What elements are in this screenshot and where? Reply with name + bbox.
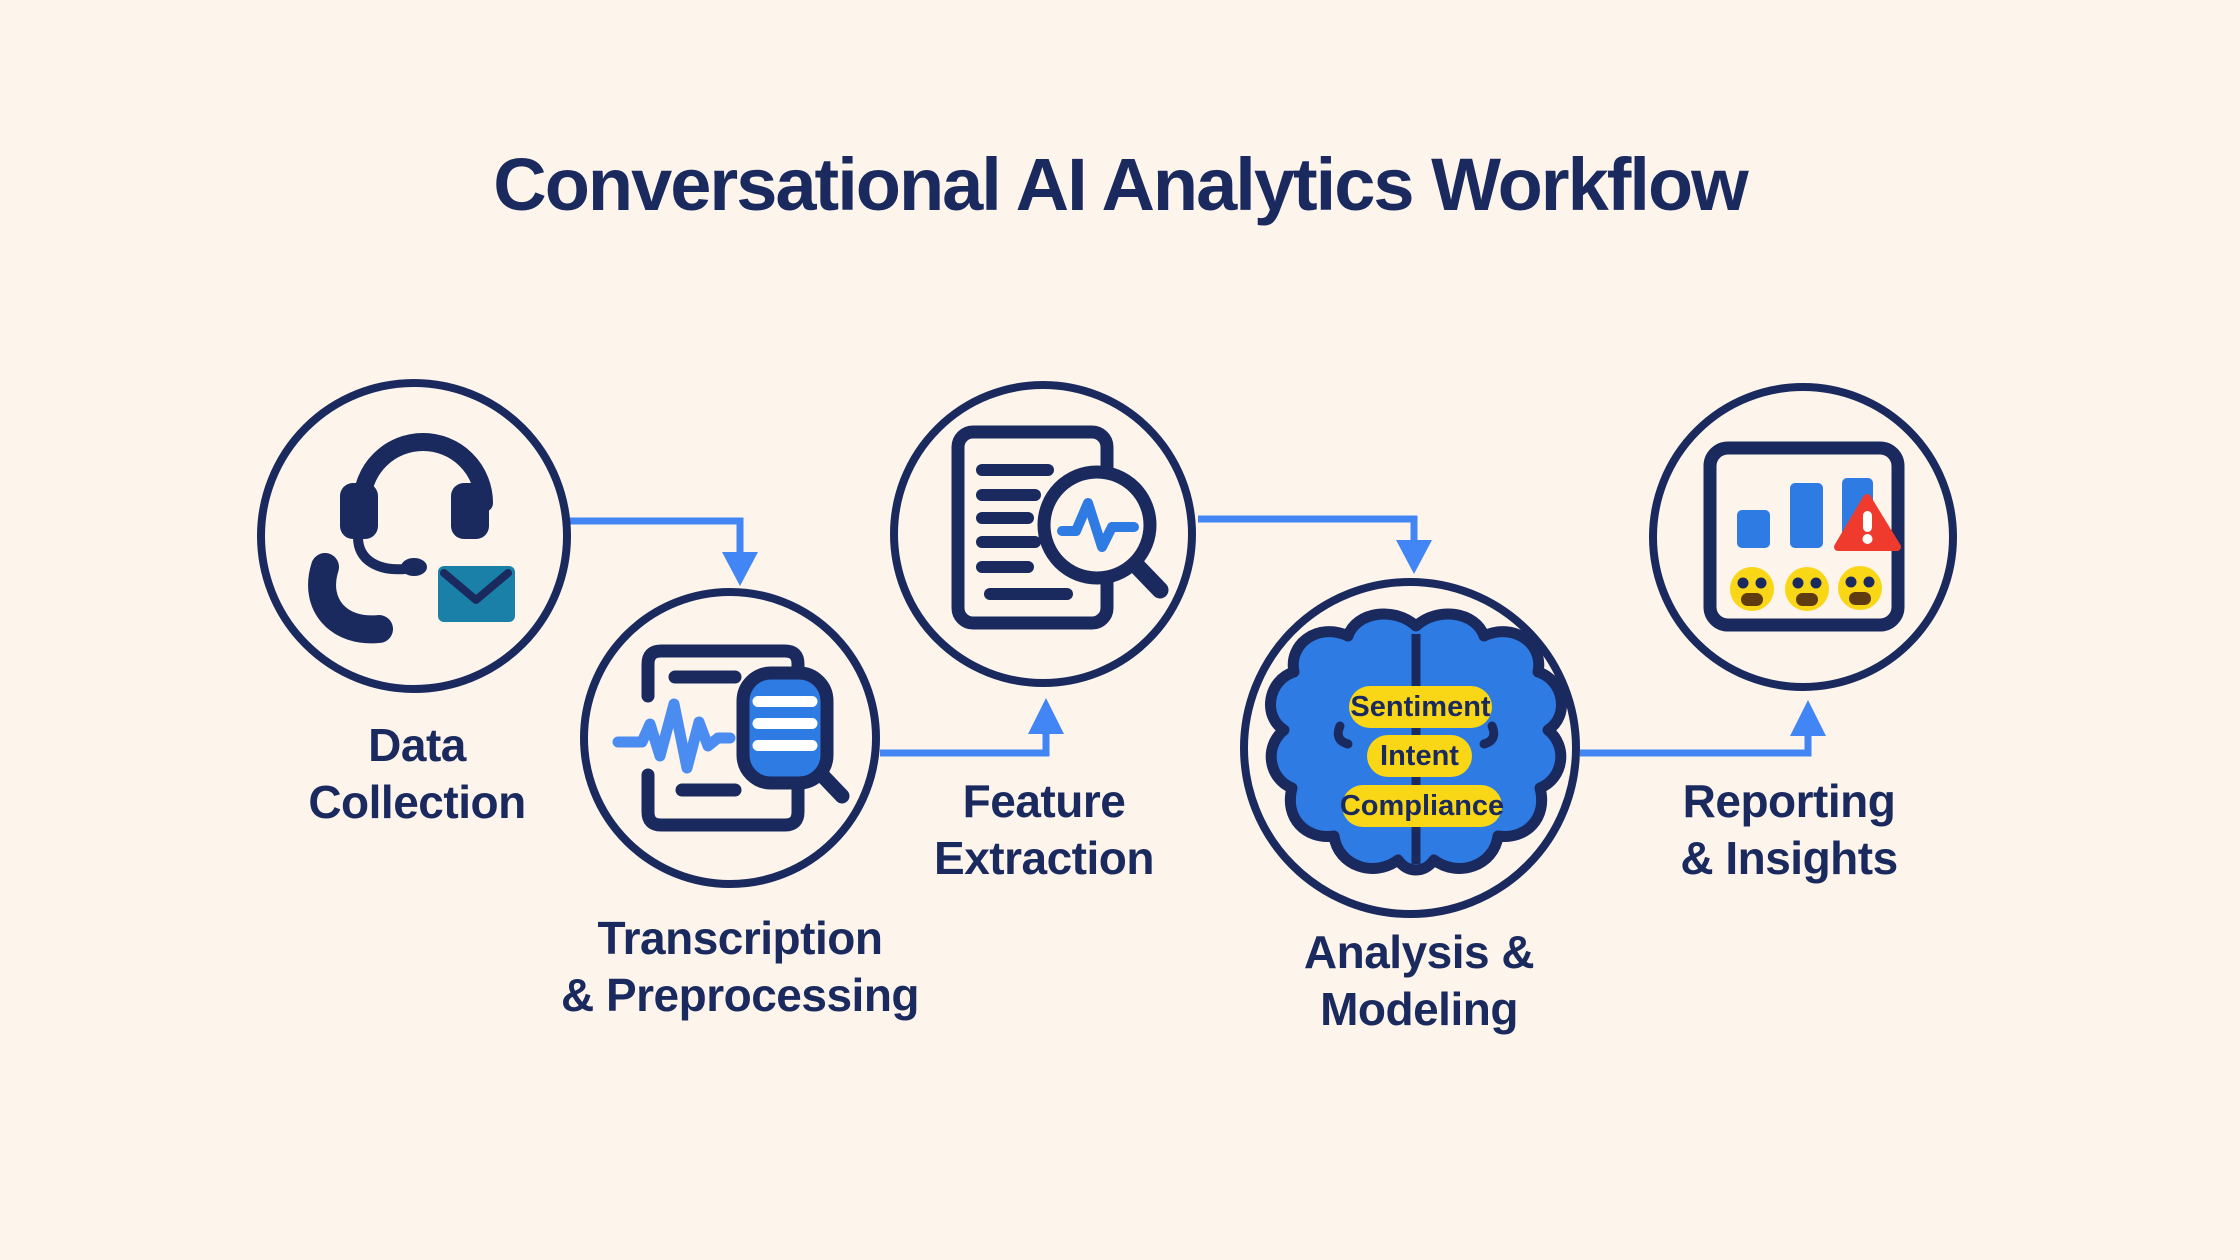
- step-circle-data-collection: [257, 379, 571, 693]
- flow-arrow-3: [1198, 515, 1432, 574]
- step-circle-transcription: [580, 588, 880, 888]
- waveform-icon: [612, 698, 736, 774]
- document-magnifier-icon: [951, 425, 1169, 630]
- phone-icon: [308, 553, 393, 644]
- magnifier-icon: [1037, 465, 1169, 599]
- brain-tag-sentiment: Sentiment: [1349, 686, 1492, 728]
- step-label-data-collection: Data Collection: [308, 719, 526, 828]
- brain-tag-intent: Intent: [1367, 735, 1472, 777]
- flow-arrow-1: [570, 517, 758, 586]
- warning-triangle-icon: [1834, 494, 1901, 551]
- step-label-reporting-insights: Reporting & Insights: [1680, 775, 1898, 884]
- chat-bubble-icon: [736, 666, 850, 804]
- chart-alert-emoji-icon: [1703, 441, 1905, 632]
- email-icon: [438, 566, 515, 622]
- waveform-transcript-icon: [612, 644, 850, 832]
- step-label-feature-extraction: Feature Extraction: [934, 775, 1154, 884]
- flow-arrow-4: [1580, 700, 1826, 757]
- step-circle-reporting-insights: [1649, 383, 1957, 691]
- headset-phone-email-icon: [308, 433, 515, 644]
- step-circle-analysis-modeling: Sentiment Intent Compliance: [1240, 578, 1580, 918]
- flow-arrow-2: [880, 698, 1064, 757]
- step-label-analysis-modeling: Analysis & Modeling: [1303, 926, 1535, 1035]
- emoji-faces-icon: [1730, 566, 1882, 611]
- brain-tag-compliance: Compliance: [1340, 785, 1504, 827]
- diagram-title: Conversational AI Analytics Workflow: [493, 142, 1748, 226]
- step-label-transcription: Transcription & Preprocessing: [560, 912, 920, 1021]
- step-circle-feature-extraction: [890, 381, 1196, 687]
